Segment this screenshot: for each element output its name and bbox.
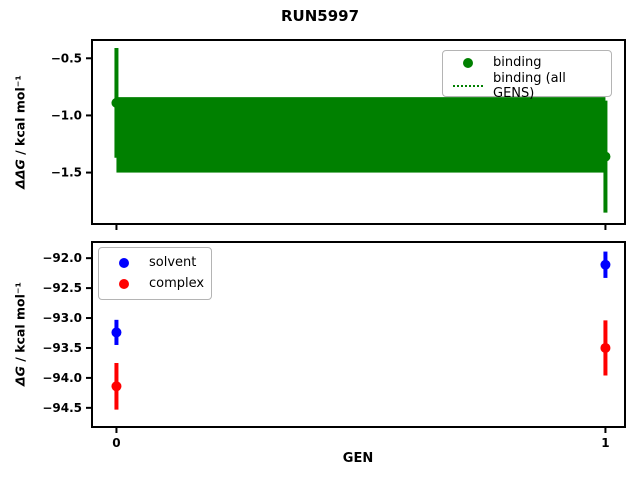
axes-frame bbox=[91, 241, 626, 428]
legend-label-solvent: solvent bbox=[149, 254, 197, 270]
data-point-complex bbox=[600, 342, 611, 353]
x-tick-label: 0 bbox=[112, 436, 120, 450]
y-tick-label: −93.0 bbox=[42, 311, 82, 325]
bottom-y-axis-label: ΔG / kcal mol⁻¹ bbox=[13, 282, 28, 386]
legend-entry-solvent: solvent bbox=[107, 255, 203, 271]
x-axis-label: GEN bbox=[342, 451, 374, 466]
x-tick-label: 1 bbox=[601, 436, 609, 450]
legend-top: binding binding (all GENS) bbox=[442, 50, 612, 101]
top-y-axis-label: ΔΔG / kcal mol⁻¹ bbox=[13, 75, 28, 189]
y-tick-label: −0.5 bbox=[51, 51, 82, 65]
solvent-marker-icon bbox=[119, 257, 129, 268]
y-tick-label: −92.5 bbox=[42, 281, 82, 295]
y-tick-label: −92.0 bbox=[42, 251, 82, 265]
legend-label-complex: complex bbox=[149, 276, 205, 292]
top-ylabel-units: / kcal mol⁻¹ bbox=[12, 75, 28, 160]
binding-marker-icon bbox=[463, 57, 473, 68]
y-tick-label: −94.0 bbox=[42, 371, 82, 385]
data-point-binding bbox=[111, 97, 122, 108]
legend-label-binding-all-gens: binding (all GENS) bbox=[493, 70, 566, 102]
legend-entry-binding: binding bbox=[451, 55, 603, 71]
top-ylabel-symbol: ΔΔG bbox=[12, 159, 28, 189]
data-point-binding bbox=[600, 151, 611, 162]
y-tick-label: −93.5 bbox=[42, 341, 82, 355]
legend-marker-cell bbox=[107, 279, 141, 290]
y-tick-label: −1.0 bbox=[51, 108, 82, 122]
data-point-solvent bbox=[600, 259, 611, 270]
figure-title: RUN5997 bbox=[280, 7, 360, 25]
legend-marker-cell bbox=[451, 57, 485, 68]
y-tick-label: −94.5 bbox=[42, 401, 82, 415]
legend-marker-cell bbox=[107, 257, 141, 268]
dotted-line-icon bbox=[453, 85, 483, 88]
data-point-solvent bbox=[111, 327, 122, 338]
legend-entry-complex: complex bbox=[107, 276, 205, 292]
y-tick-label: −1.5 bbox=[51, 166, 82, 180]
legend-marker-cell bbox=[451, 85, 485, 88]
data-point-complex bbox=[111, 381, 122, 392]
axes-frame bbox=[91, 39, 626, 225]
bottom-ylabel-units: / kcal mol⁻¹ bbox=[12, 282, 28, 367]
legend-bottom: solvent complex bbox=[98, 247, 212, 300]
complex-marker-icon bbox=[119, 279, 129, 290]
legend-label-binding: binding bbox=[493, 55, 542, 70]
legend-entry-binding-all-gens: binding (all GENS) bbox=[451, 71, 603, 102]
bottom-ylabel-symbol: ΔG bbox=[12, 366, 28, 386]
